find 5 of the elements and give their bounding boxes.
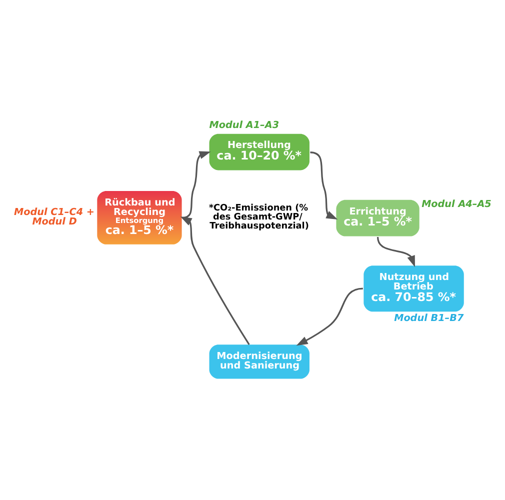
label: *CO₂-Emissionen (% des Gesamt-GWP/ Treibhauspotenzial) <box>208 204 309 232</box>
node-label: Modul A4–A5 <box>422 198 492 210</box>
node-label: Modul C1–C4 + Modul D <box>14 207 94 228</box>
node-label: Modul A1–A3 <box>209 120 280 132</box>
node-label: Modul B1–B7 <box>394 312 464 324</box>
